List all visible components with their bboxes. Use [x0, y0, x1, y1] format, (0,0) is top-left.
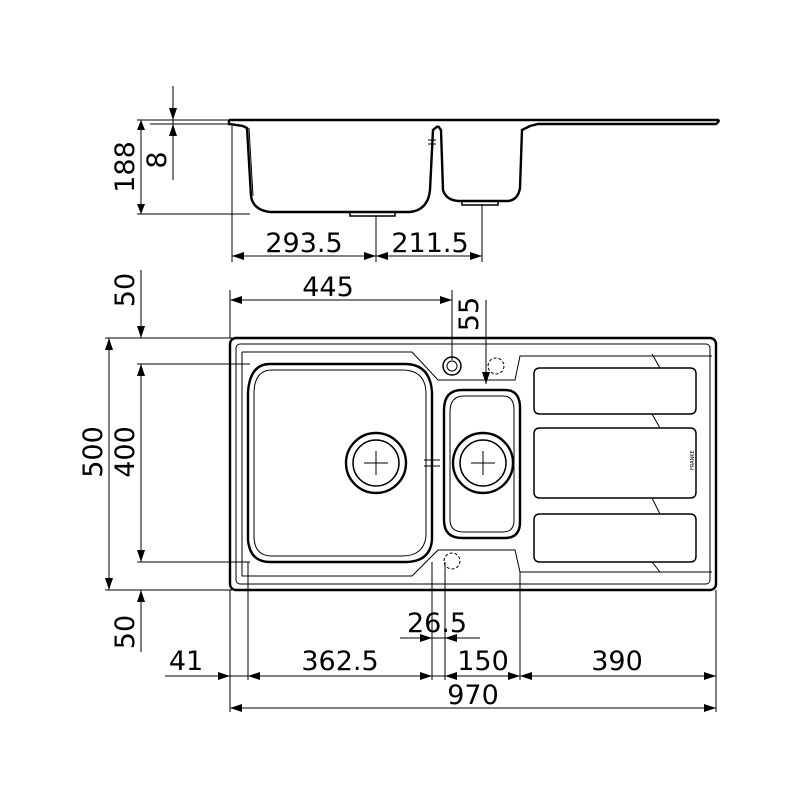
- dimension-labels: 188 8 293.5 211.5 445 55 50 500 400 50 2…: [78, 141, 643, 711]
- dim-left-margin: 41: [169, 646, 203, 677]
- main-drain: [344, 431, 408, 495]
- dim-main-bowl-width: 362.5: [301, 646, 378, 677]
- small-drain-cross: [471, 451, 495, 475]
- side-view: [227, 118, 720, 217]
- dim-overall-depth: 500: [78, 426, 109, 478]
- dim-overall-width: 970: [447, 680, 499, 711]
- side-overflow-mark: [428, 139, 436, 145]
- drainer-groove-3: [533, 513, 697, 563]
- drainer-slopes: [651, 353, 661, 573]
- main-drain-inner: [352, 439, 400, 487]
- brand-logo: FRANKE: [690, 450, 696, 470]
- top-view: FRANKE: [228, 336, 718, 592]
- side-small-drain: [461, 201, 499, 206]
- top-view-dimensions: [105, 270, 717, 712]
- drainer-groove-1: [533, 367, 697, 415]
- overflow-mark: [424, 454, 440, 472]
- tap-hole-3: [443, 552, 461, 570]
- top-inner-frame: [235, 343, 711, 585]
- dim-small-bowl-drain: 211.5: [391, 228, 468, 259]
- dim-total-depth: 188: [110, 141, 141, 193]
- dim-bowl-depth: 400: [110, 426, 141, 478]
- dim-main-drain-from-left: 445: [302, 272, 354, 303]
- dim-bowl-gap: 26.5: [407, 608, 467, 639]
- small-drain-inner: [459, 439, 507, 487]
- side-main-bowl: [242, 124, 439, 214]
- main-drain-cross: [364, 451, 388, 475]
- side-view-dimensions: [137, 86, 483, 262]
- small-bowl: [442, 388, 522, 540]
- side-small-bowl: [437, 124, 531, 203]
- small-bowl-inner: [449, 395, 515, 533]
- top-rim-line: [241, 351, 712, 577]
- tap-hole-2: [487, 357, 505, 375]
- dim-margin-bottom: 50: [110, 615, 141, 649]
- dim-drainer-width: 390: [591, 646, 643, 677]
- main-bowl-inner: [253, 369, 427, 557]
- main-bowl: [246, 362, 434, 564]
- dim-rim-thickness: 8: [142, 151, 173, 168]
- dim-margin-top: 50: [110, 273, 141, 307]
- side-rim: [227, 118, 720, 128]
- tap-hole-1-inner: [446, 360, 458, 372]
- dim-small-bowl-width: 150: [457, 646, 509, 677]
- drainer-groove-2: [533, 427, 697, 499]
- small-drain: [451, 431, 515, 495]
- dim-tap-hole-offset: 55: [454, 297, 485, 331]
- dim-main-bowl-drain: 293.5: [265, 228, 342, 259]
- side-main-bowl-inner: [248, 127, 254, 197]
- side-main-drain: [349, 212, 396, 217]
- top-outer-frame: [228, 336, 718, 592]
